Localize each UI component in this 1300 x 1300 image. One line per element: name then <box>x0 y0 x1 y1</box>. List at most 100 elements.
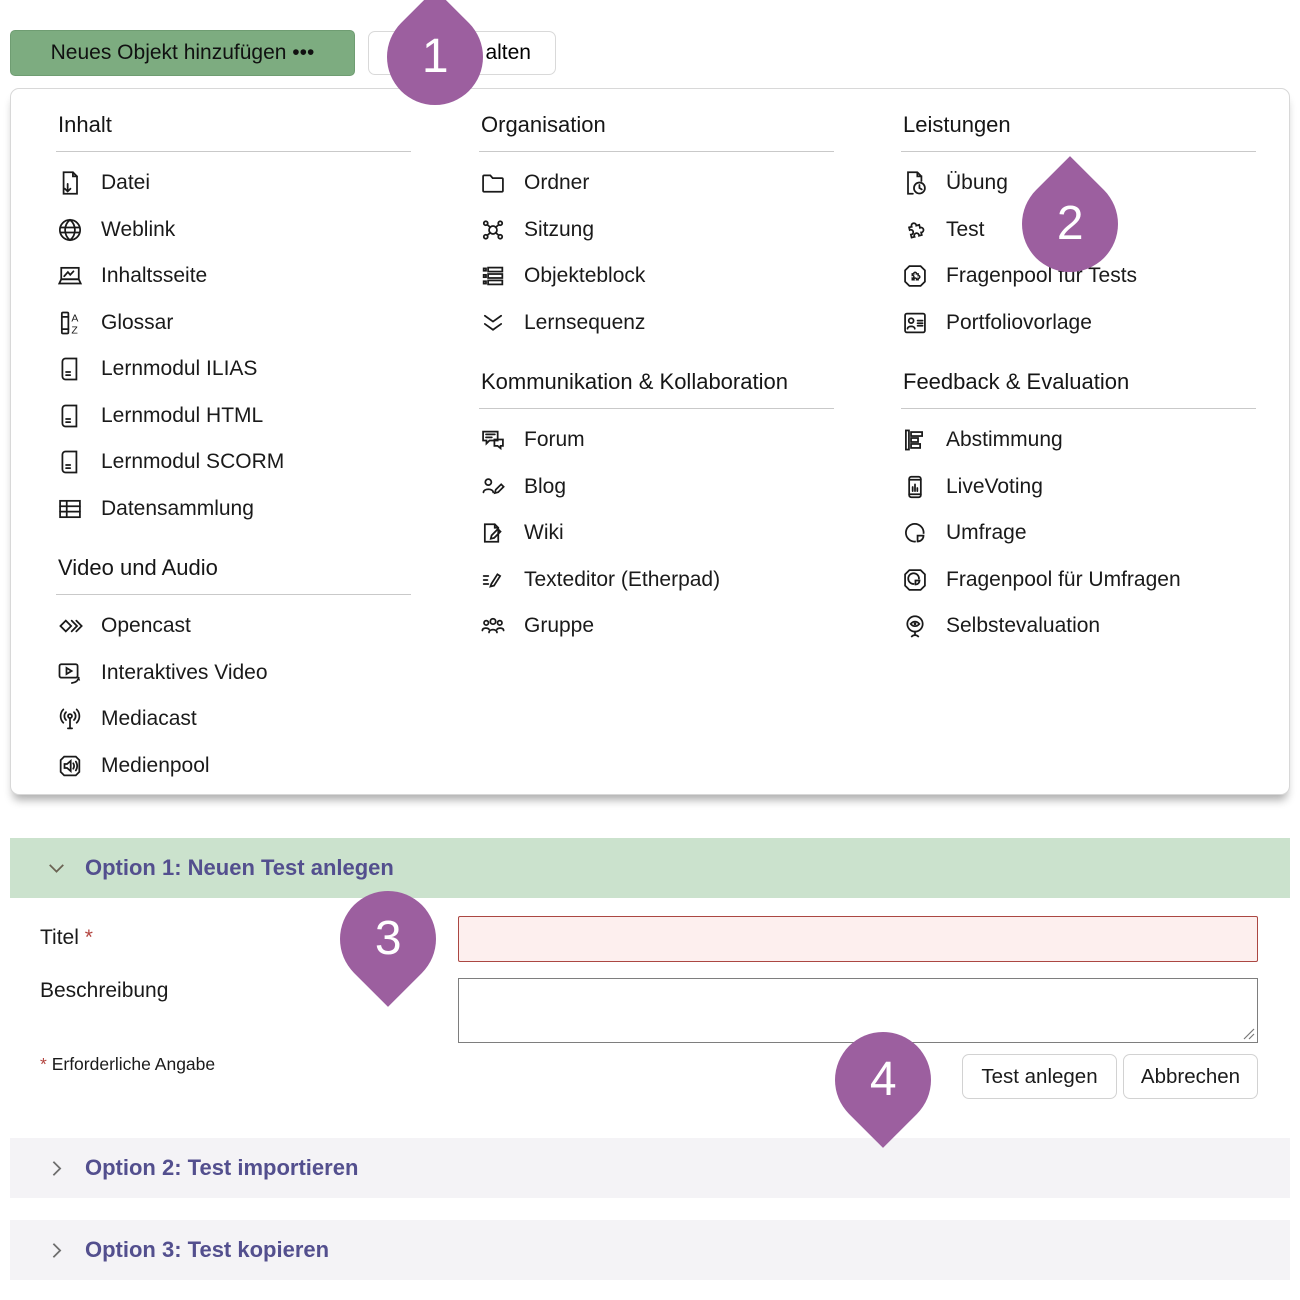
menu-item-label: Weblink <box>101 217 176 241</box>
eye-mirror-icon <box>901 612 929 640</box>
item-block-list-icon <box>479 262 507 290</box>
section-title-video-audio: Video und Audio <box>56 544 411 595</box>
add-object-button[interactable]: Neues Objekt hinzufügen ••• <box>10 30 355 76</box>
menu-item-label: Sitzung <box>524 217 595 241</box>
accordion-option1-title: Option 1: Neuen Test anlegen <box>85 855 394 880</box>
menu-item-label: Portfoliovorlage <box>946 310 1092 334</box>
puzzle-piece-icon <box>901 216 929 244</box>
file-download-icon <box>56 169 84 197</box>
menu-item-test[interactable]: Test <box>901 207 1256 254</box>
accordion-option2-title: Option 2: Test importieren <box>85 1155 359 1180</box>
section-title-feedback: Feedback & Evaluation <box>901 358 1256 409</box>
menu-item-interaktives-video[interactable]: Interaktives Video <box>56 650 411 697</box>
menu-item-label: Datensammlung <box>101 496 254 520</box>
menu-item-label: Blog <box>524 474 567 498</box>
text-pencil-icon <box>479 566 507 594</box>
menu-item-selbstevaluation[interactable]: Selbstevaluation <box>901 603 1256 650</box>
menu-item-wiki[interactable]: Wiki <box>479 510 834 557</box>
section-leistungen-list: Übung Test Fragenpool für Tests Portfoli… <box>901 160 1256 346</box>
menu-item-label: Lernmodul HTML <box>101 403 264 427</box>
menu-item-glossar[interactable]: Glossar <box>56 300 411 347</box>
menu-item-datei[interactable]: Datei <box>56 160 411 207</box>
section-title-organisation: Organisation <box>479 101 834 152</box>
accordion-option1-header[interactable]: Option 1: Neuen Test anlegen <box>10 838 1290 898</box>
menu-item-blog[interactable]: Blog <box>479 464 834 511</box>
description-textarea[interactable] <box>458 978 1258 1043</box>
session-network-icon <box>479 216 507 244</box>
menu-item-label: Medienpool <box>101 753 210 777</box>
menu-item-weblink[interactable]: Weblink <box>56 207 411 254</box>
menu-item-ordner[interactable]: Ordner <box>479 160 834 207</box>
menu-item-label: Abstimmung <box>946 428 1063 452</box>
accordion-option2-header[interactable]: Option 2: Test importieren <box>10 1138 1290 1198</box>
interactive-video-icon <box>56 659 84 687</box>
dropdown-column-2: Organisation Ordner Sitzung Objekteblock… <box>479 101 834 650</box>
folder-icon <box>479 169 507 197</box>
required-note: * Erforderliche Angabe <box>40 1054 216 1074</box>
speech-bubbles-icon <box>479 426 507 454</box>
people-group-icon <box>479 612 507 640</box>
menu-item-label: LiveVoting <box>946 474 1043 498</box>
pie-chart-icon <box>901 519 929 547</box>
globe-icon <box>56 216 84 244</box>
menu-item-portfoliovorlage[interactable]: Portfoliovorlage <box>901 300 1256 347</box>
menu-item-lernsequenz[interactable]: Lernsequenz <box>479 300 834 347</box>
menu-item-gruppe[interactable]: Gruppe <box>479 603 834 650</box>
double-chevron-down-icon <box>479 309 507 337</box>
section-feedback-list: Abstimmung LiveVoting Umfrage Fragenpool… <box>901 417 1256 650</box>
person-pencil-icon <box>479 473 507 501</box>
page-pencil-icon <box>479 519 507 547</box>
menu-item-objekteblock[interactable]: Objekteblock <box>479 253 834 300</box>
menu-item-label: Wiki <box>524 521 564 545</box>
menu-item-label: Fragenpool für Tests <box>946 264 1138 288</box>
menu-item-abstimmung[interactable]: Abstimmung <box>901 417 1256 464</box>
menu-item-forum[interactable]: Forum <box>479 417 834 464</box>
menu-item-fragenpool-tests[interactable]: Fragenpool für Tests <box>901 253 1256 300</box>
menu-item-inhaltsseite[interactable]: Inhaltsseite <box>56 253 411 300</box>
chevron-right-icon <box>44 1156 69 1181</box>
menu-item-fragenpool-umfragen[interactable]: Fragenpool für Umfragen <box>901 557 1256 604</box>
glossary-az-icon <box>56 309 84 337</box>
content-page-icon <box>56 262 84 290</box>
menu-item-label: Test <box>946 217 985 241</box>
section-kommunikation-list: Forum Blog Wiki Texteditor (Etherpad) Gr… <box>479 417 834 650</box>
menu-item-mediacast[interactable]: Mediacast <box>56 696 411 743</box>
puzzle-box-icon <box>901 262 929 290</box>
menu-item-label: Opencast <box>101 614 191 638</box>
broadcast-antenna-icon <box>56 705 84 733</box>
speaker-icon <box>56 752 84 780</box>
learning-module-icon <box>56 448 84 476</box>
menu-item-opencast[interactable]: Opencast <box>56 603 411 650</box>
menu-item-lernmodul-html[interactable]: Lernmodul HTML <box>56 393 411 440</box>
chevron-down-icon <box>44 856 69 881</box>
accordion-option3-header[interactable]: Option 3: Test kopieren <box>10 1220 1290 1280</box>
section-inhalt-list: Datei Weblink Inhaltsseite Glossar Lernm… <box>56 160 411 532</box>
opencast-diamonds-icon <box>56 612 84 640</box>
menu-item-medienpool[interactable]: Medienpool <box>56 743 411 790</box>
menu-item-sitzung[interactable]: Sitzung <box>479 207 834 254</box>
section-title-leistungen: Leistungen <box>901 101 1256 152</box>
pie-chart-box-icon <box>901 566 929 594</box>
menu-item-label: Ordner <box>524 171 590 195</box>
required-asterisk: * <box>84 926 93 949</box>
menu-item-datensammlung[interactable]: Datensammlung <box>56 486 411 533</box>
cancel-button[interactable]: Abbrechen <box>1123 1054 1258 1099</box>
menu-item-label: Interaktives Video <box>101 660 268 684</box>
menu-item-uebung[interactable]: Übung <box>901 160 1256 207</box>
menu-item-livevoting[interactable]: LiveVoting <box>901 464 1256 511</box>
menu-item-label: Umfrage <box>946 521 1027 545</box>
menu-item-lernmodul-ilias[interactable]: Lernmodul ILIAS <box>56 346 411 393</box>
menu-item-label: Texteditor (Etherpad) <box>524 567 721 591</box>
menu-item-texteditor[interactable]: Texteditor (Etherpad) <box>479 557 834 604</box>
accordion-option3-title: Option 3: Test kopieren <box>85 1237 330 1262</box>
section-video-audio-list: Opencast Interaktives Video Mediacast Me… <box>56 603 411 789</box>
create-test-button[interactable]: Test anlegen <box>962 1054 1117 1099</box>
menu-item-label: Forum <box>524 428 585 452</box>
chevron-right-icon <box>44 1238 69 1263</box>
textarea-resize-handle[interactable] <box>1243 1028 1255 1040</box>
menu-item-lernmodul-scorm[interactable]: Lernmodul SCORM <box>56 439 411 486</box>
description-label: Beschreibung <box>40 979 169 1002</box>
menu-item-umfrage[interactable]: Umfrage <box>901 510 1256 557</box>
title-input[interactable] <box>458 916 1258 962</box>
page-clock-icon <box>901 169 929 197</box>
